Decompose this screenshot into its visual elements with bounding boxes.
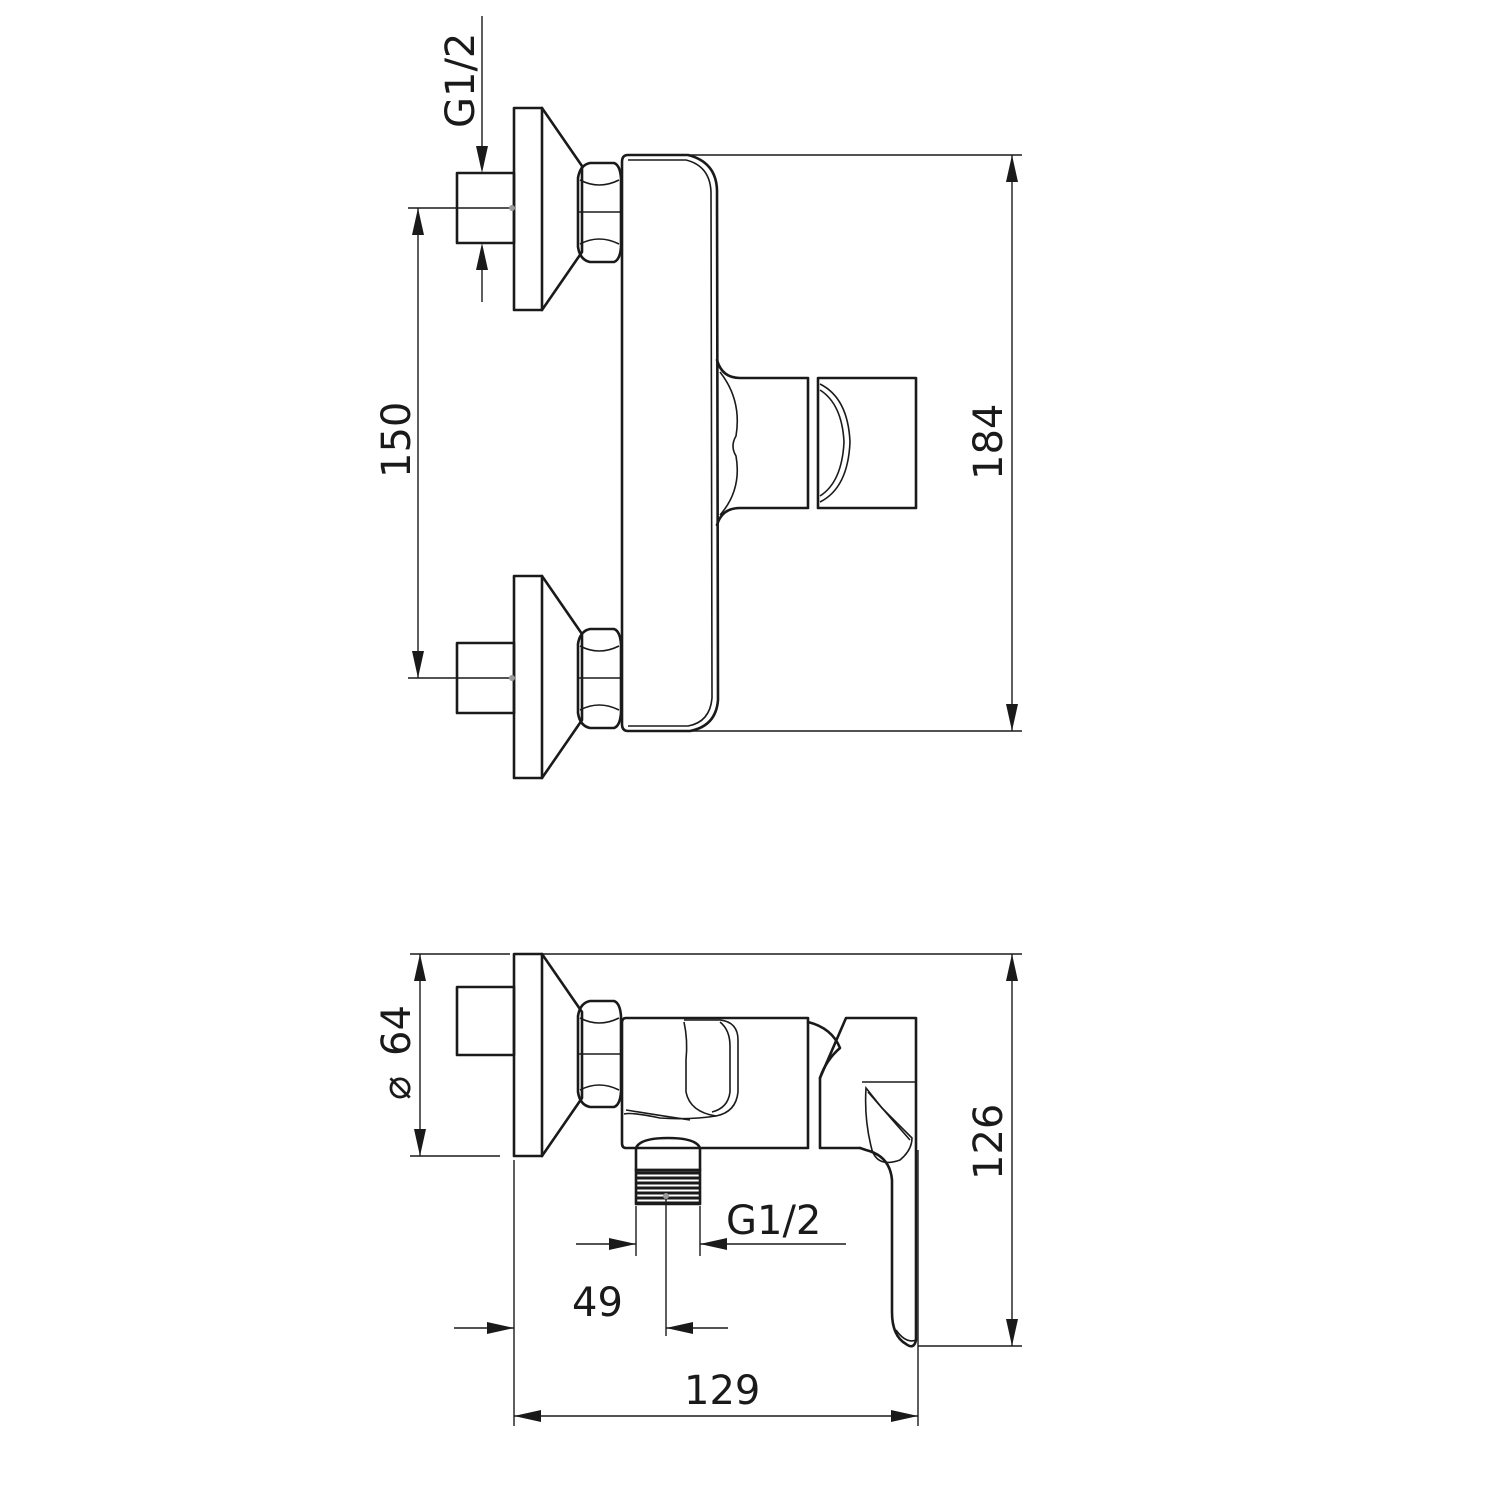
dim-thread-top-label: G1/2	[438, 33, 484, 128]
lower-wall-flange	[455, 574, 584, 780]
dim-outlet-offset: 49	[454, 1193, 728, 1336]
upper-wall-flange	[455, 106, 584, 312]
side-wall-flange	[455, 952, 584, 1158]
outlet-connector	[634, 1136, 702, 1206]
mixer-body-side	[620, 1016, 810, 1150]
dim-depth: 129	[514, 1150, 919, 1426]
side-hex-nut	[576, 999, 623, 1109]
side-view: 64 ⌀ G1/2 49 129	[374, 952, 1022, 1426]
dim-inlet-centers-label: 150	[374, 402, 420, 478]
dim-inlet-centers: 150	[374, 208, 424, 678]
dim-thread-top: G1/2	[438, 16, 514, 302]
lever-handle-front	[816, 376, 918, 510]
dim-outlet-thread-label: G1/2	[726, 1198, 821, 1244]
dim-side-height: 126	[542, 953, 1022, 1347]
dim-flange-diameter-label: 64	[374, 1005, 420, 1056]
lower-hex-nut	[576, 627, 623, 730]
upper-hex-nut	[576, 161, 623, 264]
front-view: G1/2 150 184	[374, 16, 1022, 780]
dim-body-height: 184	[688, 154, 1022, 732]
mixer-body-front	[620, 153, 720, 733]
dim-body-height-label: 184	[966, 404, 1012, 480]
dim-flange-diameter: 64 ⌀	[374, 953, 510, 1157]
dim-side-height-label: 126	[966, 1104, 1012, 1180]
dim-outlet-thread: G1/2	[576, 1198, 846, 1256]
outlet-thread-rings	[636, 1171, 700, 1205]
handle-neck-front	[715, 358, 810, 527]
dim-depth-label: 129	[684, 1368, 760, 1414]
lever-handle-side	[806, 1016, 918, 1348]
dim-outlet-offset-label: 49	[572, 1280, 623, 1326]
diameter-symbol: ⌀	[374, 1076, 420, 1100]
